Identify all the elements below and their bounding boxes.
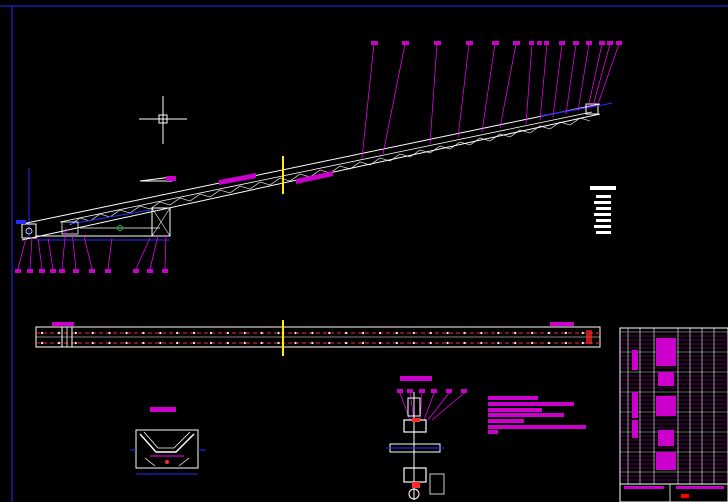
plan-idler-mark (547, 341, 551, 345)
plan-idler-mark (328, 331, 331, 335)
conveyor-elevation-view (16, 102, 613, 241)
ucs-arrow-icon (139, 176, 176, 182)
plan-idler-mark (142, 341, 145, 345)
plan-idler-mark (260, 331, 263, 335)
plan-idler-mark (125, 341, 128, 345)
plan-idler-mark (345, 341, 348, 345)
plan-idler-mark (176, 341, 179, 345)
plan-idler-mark (226, 341, 229, 345)
plan-idler-mark (395, 331, 398, 335)
plan-idler-mark (193, 341, 196, 345)
drawing-frame (0, 5, 728, 502)
plan-idler-mark (395, 341, 398, 345)
plan-idler-mark (40, 341, 44, 345)
plan-idler-mark (142, 331, 145, 335)
elevation-leader-lines-top (361, 43, 620, 159)
plan-idler-mark (91, 341, 94, 345)
plan-idler-mark (311, 341, 314, 345)
plan-idler-mark (531, 341, 534, 345)
plan-idler-mark (108, 331, 111, 335)
plan-idler-mark (159, 341, 162, 345)
plan-idler-mark (277, 341, 280, 345)
drive-notes-block (488, 396, 586, 434)
plan-idler-mark (429, 341, 432, 345)
plan-idler-mark (57, 331, 61, 335)
plan-idler-mark (294, 331, 297, 335)
elevation-leader-lines-bottom (17, 227, 167, 270)
plan-idler-mark (378, 331, 382, 335)
plan-idler-mark (243, 341, 246, 345)
plan-idler-mark (412, 331, 415, 335)
plan-idler-mark (193, 331, 196, 335)
plan-idler-mark (581, 341, 584, 345)
plan-idler-mark (514, 341, 517, 345)
plan-idler-mark (412, 341, 415, 345)
technical-notes-block (590, 186, 616, 234)
plan-idler-mark (514, 331, 517, 335)
plan-idler-mark (294, 341, 297, 345)
plan-idler-mark (176, 331, 179, 335)
plan-idler-mark (362, 341, 365, 345)
crosshair-cursor-icon (139, 96, 187, 144)
plan-idler-mark (108, 341, 111, 345)
plan-idler-mark (564, 331, 568, 335)
plan-idler-mark (328, 341, 331, 345)
plan-idler-mark (446, 331, 449, 335)
plan-idler-mark (362, 331, 365, 335)
plan-idler-mark (209, 331, 213, 335)
plan-idler-mark (74, 331, 77, 335)
plan-idler-mark (463, 341, 466, 345)
elevation-callout-tags-bottom (15, 269, 168, 273)
plan-idler-mark (497, 331, 500, 335)
plan-idler-mark (429, 331, 432, 335)
plan-idler-mark (91, 331, 94, 335)
plan-idler-mark (480, 331, 483, 335)
plan-idler-mark (463, 331, 466, 335)
plan-idler-mark (57, 341, 61, 345)
plan-idler-mark (125, 331, 128, 335)
plan-idler-mark (564, 341, 568, 345)
plan-idler-mark (277, 331, 280, 335)
plan-idler-mark (480, 341, 483, 345)
plan-idler-mark (378, 341, 382, 345)
plan-idler-mark (74, 341, 77, 345)
plan-idler-mark (40, 331, 44, 335)
plan-idler-mark (547, 331, 551, 335)
plan-idler-mark (311, 331, 314, 335)
plan-idler-mark (446, 341, 449, 345)
drive-assembly-view (386, 376, 467, 500)
plan-idler-mark (159, 331, 162, 335)
plan-idler-mark (243, 331, 246, 335)
plan-idler-mark (531, 331, 534, 335)
bill-of-materials-table (619, 327, 728, 502)
conveyor-plan-view (35, 320, 601, 356)
elevation-callout-tags-top (371, 41, 622, 45)
idler-cross-section-view (130, 407, 206, 475)
plan-idler-mark (345, 331, 348, 335)
plan-view-idler-marks (40, 331, 584, 345)
plan-idler-mark (581, 331, 584, 335)
plan-idler-mark (260, 341, 263, 345)
plan-idler-mark (209, 341, 213, 345)
plan-idler-mark (497, 341, 500, 345)
plan-idler-mark (226, 331, 229, 335)
